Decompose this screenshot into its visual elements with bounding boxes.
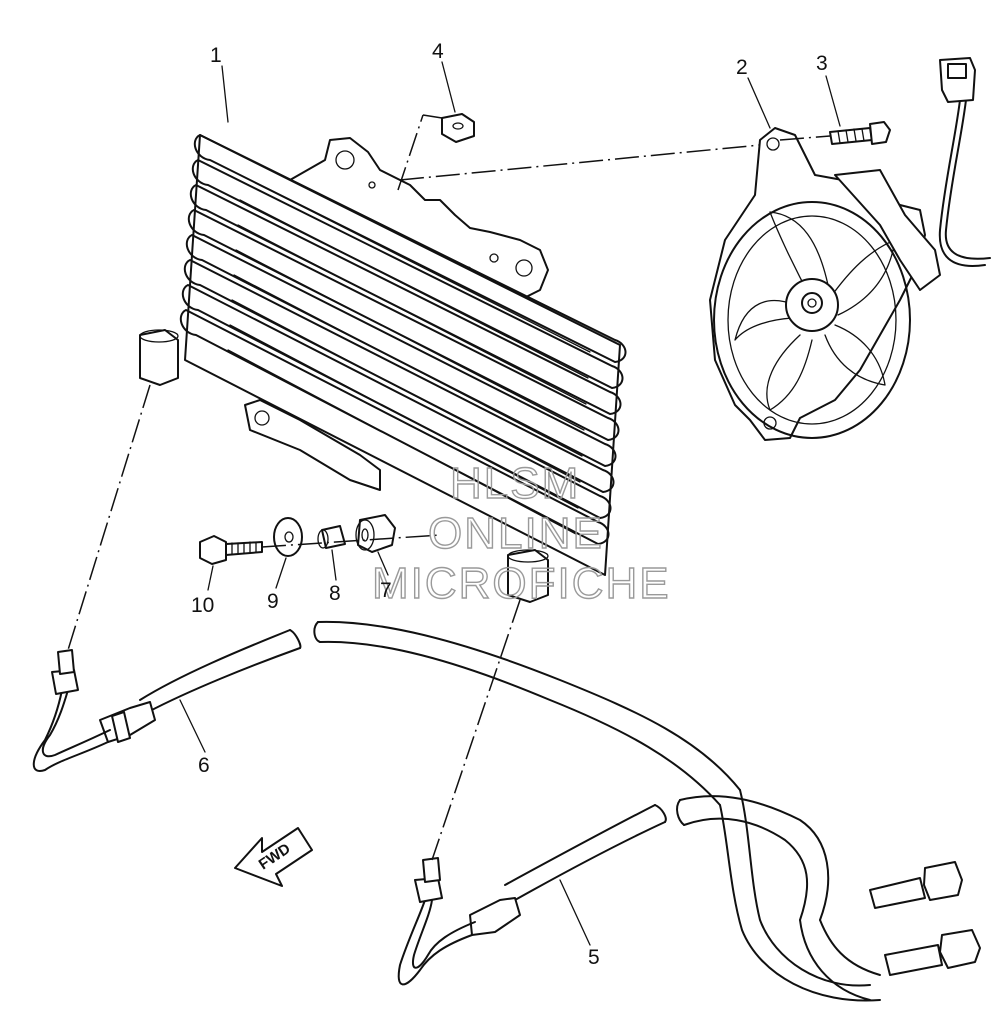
grommet[interactable] [355, 514, 396, 553]
watermark-line-2: ONLINE [428, 509, 604, 558]
assembly-center-lines [67, 114, 831, 861]
callout-2[interactable]: 2 [736, 56, 748, 79]
forward-direction-arrow: FWD [234, 827, 313, 887]
callout-numbers: 1 2 3 4 5 6 7 8 9 10 [191, 40, 828, 969]
mounting-bolt[interactable] [199, 535, 263, 565]
callout-8[interactable]: 8 [329, 582, 341, 605]
watermark-line-1: HLSM [450, 459, 580, 508]
leader-lines [179, 61, 841, 946]
collar[interactable] [317, 525, 346, 549]
cooling-fan[interactable] [709, 57, 991, 441]
callout-3[interactable]: 3 [816, 52, 828, 75]
callout-10[interactable]: 10 [191, 594, 214, 617]
callout-1[interactable]: 1 [210, 44, 222, 67]
oil-hose-6[interactable] [32, 620, 741, 806]
callout-6[interactable]: 6 [198, 754, 210, 777]
callout-9[interactable]: 9 [267, 590, 279, 613]
watermark: HLSM ONLINE MICROFICHE [371, 458, 671, 608]
oil-cooler[interactable] [139, 134, 627, 603]
callout-5[interactable]: 5 [588, 946, 600, 969]
washer[interactable] [273, 517, 303, 557]
cooler-fins [179, 134, 627, 545]
oil-hose-5[interactable] [397, 789, 981, 1002]
fan-bolt[interactable] [829, 121, 891, 145]
callout-4[interactable]: 4 [432, 40, 444, 63]
watermark-line-3: MICROFICHE [372, 559, 671, 608]
callout-7[interactable]: 7 [380, 579, 392, 602]
bracket-nut[interactable] [441, 113, 475, 143]
